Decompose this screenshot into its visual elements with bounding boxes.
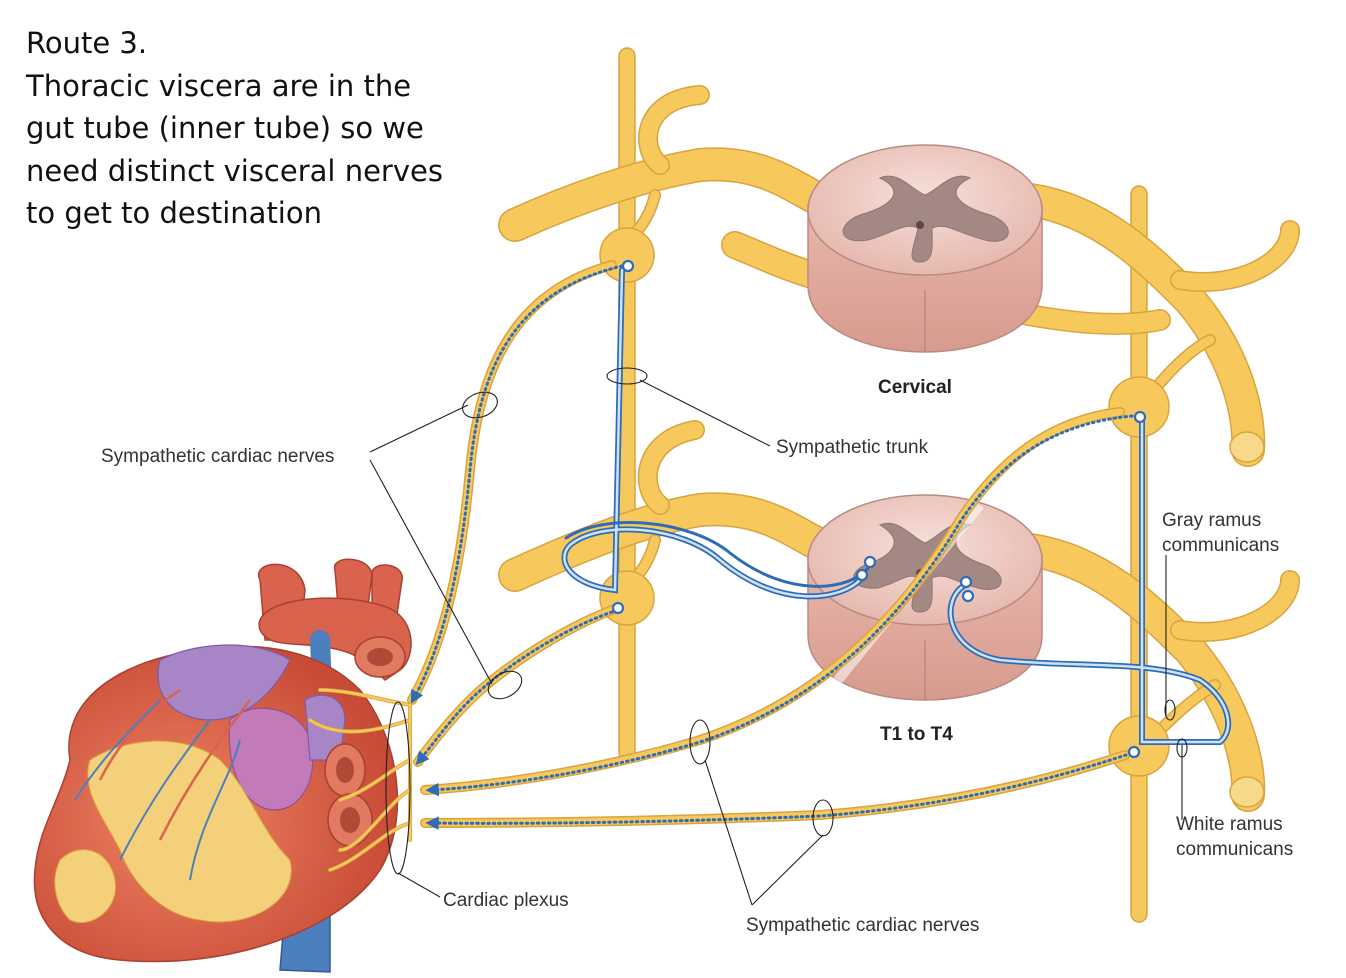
heart-illustration [33,558,412,973]
label-cervical: Cervical [878,377,952,398]
spinal-cord-thoracic [807,494,1043,701]
slide-text-block: Route 3. Thoracic viscera are in the gut… [26,22,466,235]
slide-heading: Route 3. [26,26,148,60]
label-gray-ramus-line2: communicans [1162,535,1280,556]
label-gray-ramus-line1: Gray ramus [1162,510,1262,531]
label-cardiac-plexus: Cardiac plexus [443,890,569,911]
label-t1-to-t4: T1 to T4 [880,724,953,745]
label-sympathetic-trunk: Sympathetic trunk [776,437,929,458]
cervical-ganglion-left [599,227,655,283]
slide-line-4: to get to destination [26,196,322,230]
slide-line-1: Thoracic viscera are in the [26,68,412,103]
label-sympathetic-cardiac-nerves-bottom: Sympathetic cardiac nerves [746,915,980,936]
thoracic-nerve-cut-end [1229,776,1265,808]
cervical-nerve-cut-end [1229,431,1265,463]
spinal-cord-cervical [807,144,1043,353]
label-sympathetic-cardiac-nerves-left: Sympathetic cardiac nerves [101,446,335,467]
slide-line-2: gut tube (inner tube) so we [26,111,424,145]
preganglionic-fibers [561,267,1232,745]
slide-line-3: need distinct visceral nerves [26,153,443,188]
neuron-cell-bodies [611,259,1147,759]
label-white-ramus-line2: communicans [1176,839,1294,860]
label-white-ramus-line1: White ramus [1176,814,1283,835]
label-leader-lines [369,367,1188,906]
postganglionic-fibers [410,264,1134,830]
